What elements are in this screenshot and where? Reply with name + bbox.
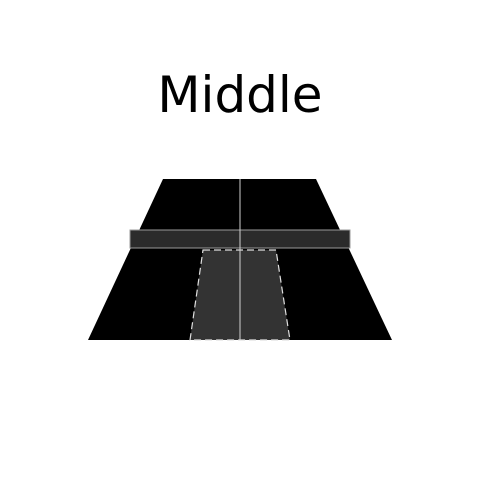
page-title: Middle (157, 66, 323, 124)
